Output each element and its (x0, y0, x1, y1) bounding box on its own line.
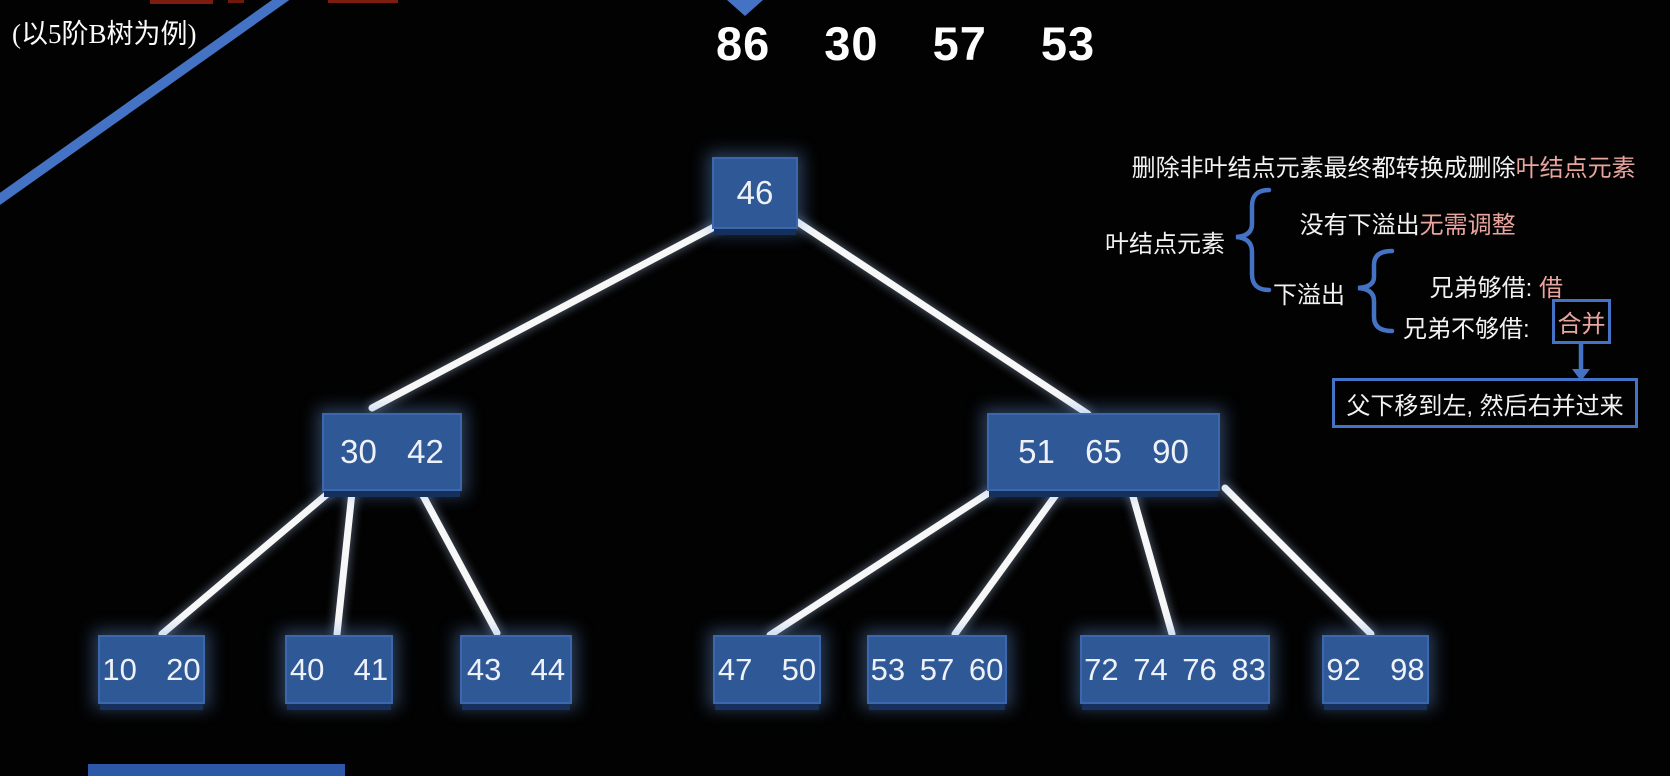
btree-node-leaf: 92 98 (1322, 635, 1429, 704)
slide-caption: (以5阶B树为例) (12, 19, 197, 49)
delete-number: 86 (716, 17, 771, 70)
tree-edge (792, 217, 1092, 418)
tree-edge (416, 486, 501, 637)
delete-sequence: 86 30 57 53 (716, 16, 1095, 71)
annotation-leaf-label: 叶结点元素 (1105, 231, 1225, 258)
tree-edge (333, 488, 356, 638)
tree-edge (158, 486, 336, 638)
progress-bar (88, 764, 345, 776)
tree-edge (1128, 489, 1176, 638)
merge-box: 合并 (1552, 299, 1611, 344)
delete-number: 53 (1040, 17, 1096, 70)
annotation-borrow: 兄弟够借: 借 (1403, 240, 1563, 331)
btree-node-leaf: 72 74 76 83 (1080, 635, 1270, 704)
btree-node-leaf: 40 41 (285, 635, 393, 704)
tree-edge (368, 222, 720, 412)
delete-number: 30 (824, 17, 879, 70)
tree-edge (1221, 484, 1375, 638)
btree-node-internal: 30 42 (322, 413, 462, 491)
btree-node-internal: 51 65 90 (987, 413, 1220, 491)
btree-node-root: 46 (712, 157, 798, 229)
annotation-delete-rule: 删除非叶结点元素最终都转换成删除叶结点元素 (1105, 120, 1636, 211)
merge-note-box: 父下移到左, 然后右并过来 (1332, 378, 1638, 428)
delete-number: 57 (932, 17, 987, 70)
annotation-underflow-label: 下溢出 (1273, 282, 1345, 309)
tree-edge (951, 488, 1062, 638)
annotation-text: 没有下溢出 (1299, 212, 1420, 239)
btree-node-leaf: 47 50 (713, 635, 821, 704)
annotation-text-highlight: 借 (1539, 275, 1564, 302)
btree-node-leaf: 43 44 (460, 635, 572, 704)
btree-node-leaf: 53 57 60 (867, 635, 1007, 704)
annotation-no-underflow: 没有下溢出无需调整 (1273, 177, 1516, 268)
arrow-down-icon (727, 0, 763, 16)
annotation-merge-label: 兄弟不够借: (1403, 316, 1537, 343)
annotation-text: 删除非叶结点元素最终都转换成删除 (1131, 155, 1516, 182)
annotation-text-highlight: 叶结点元素 (1515, 155, 1636, 182)
btree-node-leaf: 10 20 (98, 635, 205, 704)
tree-edge (766, 488, 994, 639)
annotation-text-highlight: 无需调整 (1419, 212, 1516, 239)
red-mark (150, 0, 398, 4)
annotation-text: 兄弟够借: (1429, 275, 1540, 302)
